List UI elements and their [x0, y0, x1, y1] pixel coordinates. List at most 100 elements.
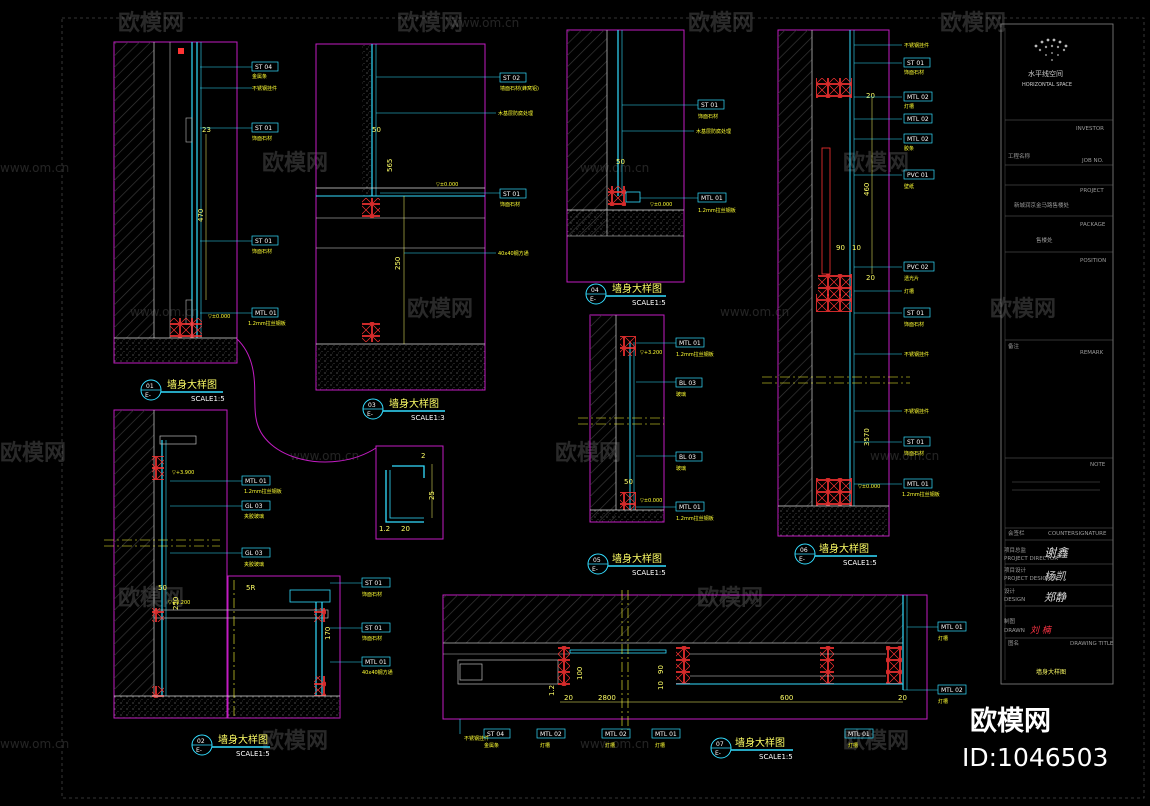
svg-text:欧模网: 欧模网: [262, 728, 328, 754]
svg-text:MTL 01: MTL 01: [365, 659, 387, 666]
dim-5r: 5R: [246, 584, 255, 592]
tb-label: COUNTERSIGNATURE: [1048, 531, 1107, 537]
signature: 杨凯: [1044, 570, 1067, 583]
detail-title-02: 02 E- 墙身大样图 SCALE1:5: [191, 733, 270, 758]
svg-text:不锈钢挂件: 不锈钢挂件: [464, 735, 489, 742]
tb-label: DRAWING TITLE: [1070, 641, 1114, 647]
svg-text:MTL 02: MTL 02: [907, 94, 929, 101]
dim-50: 50: [616, 158, 625, 166]
watermark-url: www.om.cn: [580, 737, 649, 751]
svg-text:▽+3.200: ▽+3.200: [640, 350, 662, 356]
svg-text:灯槽: 灯槽: [938, 635, 948, 642]
watermark-mark: 欧模网: [407, 296, 473, 322]
dim-50: 50: [624, 478, 633, 486]
detail-04: 50 ▽±0.000 ST 01 饰面石材 木基层防腐处理 MTL 01 1.2…: [566, 29, 736, 283]
detail-number: 01: [146, 383, 154, 390]
detail-title: 墙身大样图: [389, 397, 439, 410]
stamp-id: ID:1046503: [962, 743, 1108, 772]
svg-text:1.2mm拉丝钢板: 1.2mm拉丝钢板: [902, 491, 940, 498]
callout: MTL 01 灯槽 MTL 02 灯槽 不锈钢挂件 ST 04 金属条 MTL …: [459, 621, 967, 749]
detail-ref: E-: [590, 296, 596, 303]
svg-text:夹胶玻璃: 夹胶玻璃: [244, 561, 264, 568]
tb-label: 工程名称: [1008, 152, 1031, 160]
svg-text:PVC 02: PVC 02: [907, 264, 929, 271]
tb-label: POSITION: [1080, 258, 1106, 264]
watermark-url: www.om.cn: [0, 161, 69, 175]
svg-text:饰面石材: 饰面石材: [904, 321, 924, 328]
signature: 谢鑫: [1044, 546, 1070, 560]
detail-02: 250 50 5R 170 ▽+3.900 ▽+3.200 MTL 01 1.2…: [104, 409, 393, 719]
company-name: 水平线空间: [1028, 69, 1063, 78]
svg-text:MTL 01: MTL 01: [679, 340, 701, 347]
svg-text:MTL 01: MTL 01: [848, 731, 870, 738]
signature: 刘 楠: [1030, 625, 1053, 636]
watermark-mark: 欧模网: [843, 150, 909, 176]
svg-text:欧模网: 欧模网: [0, 440, 66, 466]
detail-scale: SCALE1:5: [191, 395, 225, 403]
watermark-mark: 欧模网: [262, 728, 328, 754]
svg-text:▽+3.900: ▽+3.900: [172, 470, 194, 476]
watermark-mark: 欧模网: [843, 728, 909, 754]
watermark-url: www.om.cn: [870, 449, 939, 463]
zoom-connector: [235, 337, 377, 463]
svg-text:▽±0.000: ▽±0.000: [650, 202, 672, 208]
svg-text:欧模网: 欧模网: [843, 728, 909, 754]
svg-text:欧模网: 欧模网: [843, 150, 909, 176]
dim-25: 25: [428, 491, 436, 500]
svg-text:40x40钢方通: 40x40钢方通: [362, 669, 393, 676]
dim-90: 90: [836, 244, 845, 252]
dim-90: 90: [657, 665, 665, 674]
svg-text:饰面石材: 饰面石材: [500, 201, 520, 208]
detail-ref: E-: [799, 556, 805, 563]
detail-scale: SCALE1:3: [411, 414, 445, 422]
svg-text:▽±0.000: ▽±0.000: [640, 498, 662, 504]
company-logo: [1034, 38, 1068, 61]
tb-value: 售楼处: [1036, 236, 1053, 244]
svg-text:ST 01: ST 01: [907, 60, 924, 67]
watermark-mark: 欧模网: [0, 440, 66, 466]
dim-250: 250: [172, 597, 180, 610]
svg-text:木基层防腐处理: 木基层防腐处理: [498, 110, 533, 117]
svg-text:不锈钢挂件: 不锈钢挂件: [904, 408, 929, 415]
dim-1-2: 1.2: [548, 685, 556, 696]
dim-470: 470: [197, 209, 205, 222]
watermark-url: www.om.cn: [450, 16, 519, 30]
detail-title-05: 05 E- 墙身大样图 SCALE1:5: [587, 552, 666, 577]
svg-text:BL 03: BL 03: [679, 454, 696, 461]
svg-text:MTL 02: MTL 02: [907, 116, 929, 123]
svg-text:胶条: 胶条: [904, 145, 914, 152]
svg-text:GL 03: GL 03: [245, 503, 263, 510]
watermark-mark: 欧模网: [688, 10, 754, 36]
tb-label: PROJECT: [1080, 188, 1104, 194]
detail-number: 05: [593, 557, 601, 564]
svg-text:40x40钢方通: 40x40钢方通: [498, 250, 529, 257]
svg-text:ST 02: ST 02: [503, 75, 520, 82]
detail-title-03: 03 E- 墙身大样图 SCALE1:3: [362, 397, 445, 422]
svg-text:ST 01: ST 01: [365, 580, 382, 587]
callout: MTL 01 1.2mm拉丝钢板 BL 03 玻璃 BL 03 玻璃 MTL 0…: [636, 337, 714, 522]
tb-label: REMARK: [1080, 350, 1104, 356]
dim-20: 20: [898, 694, 907, 702]
detail-number: 04: [591, 287, 599, 294]
svg-text:饰面石材: 饰面石材: [904, 69, 924, 76]
detail-ref: E-: [592, 566, 598, 573]
watermark-url: www.om.cn: [290, 449, 359, 463]
svg-text:玻璃: 玻璃: [676, 465, 686, 472]
detail-title: 墙身大样图: [612, 552, 662, 565]
svg-text:ST 01: ST 01: [365, 625, 382, 632]
detail-03: 250 50 565 ▽±0.000 ST 02 墙面石材(蜂窝铝) 木基层防腐…: [315, 43, 539, 391]
watermark-url: www.om.cn: [720, 305, 789, 319]
detail-scale: SCALE1:5: [759, 753, 793, 761]
dim-20: 20: [866, 274, 875, 282]
svg-text:1.2mm拉丝钢板: 1.2mm拉丝钢板: [676, 351, 714, 358]
svg-text:BL 03: BL 03: [679, 380, 696, 387]
tb-label: INVESTOR: [1076, 126, 1104, 132]
svg-text:MTL 02: MTL 02: [941, 687, 963, 694]
drawing-title: 墙身大样图: [1036, 668, 1066, 676]
svg-text:不锈钢挂件: 不锈钢挂件: [904, 42, 929, 49]
detail-07: 1.2 100 20 2800 10 90 600 20 MTL 01 灯槽 M…: [442, 590, 967, 749]
svg-text:ST 01: ST 01: [907, 439, 924, 446]
detail-number: 03: [368, 402, 376, 409]
detail-01: 470 23 ST 04 金属条 不锈钢挂件 ST 01 饰面石材 ST 01 …: [113, 41, 286, 364]
